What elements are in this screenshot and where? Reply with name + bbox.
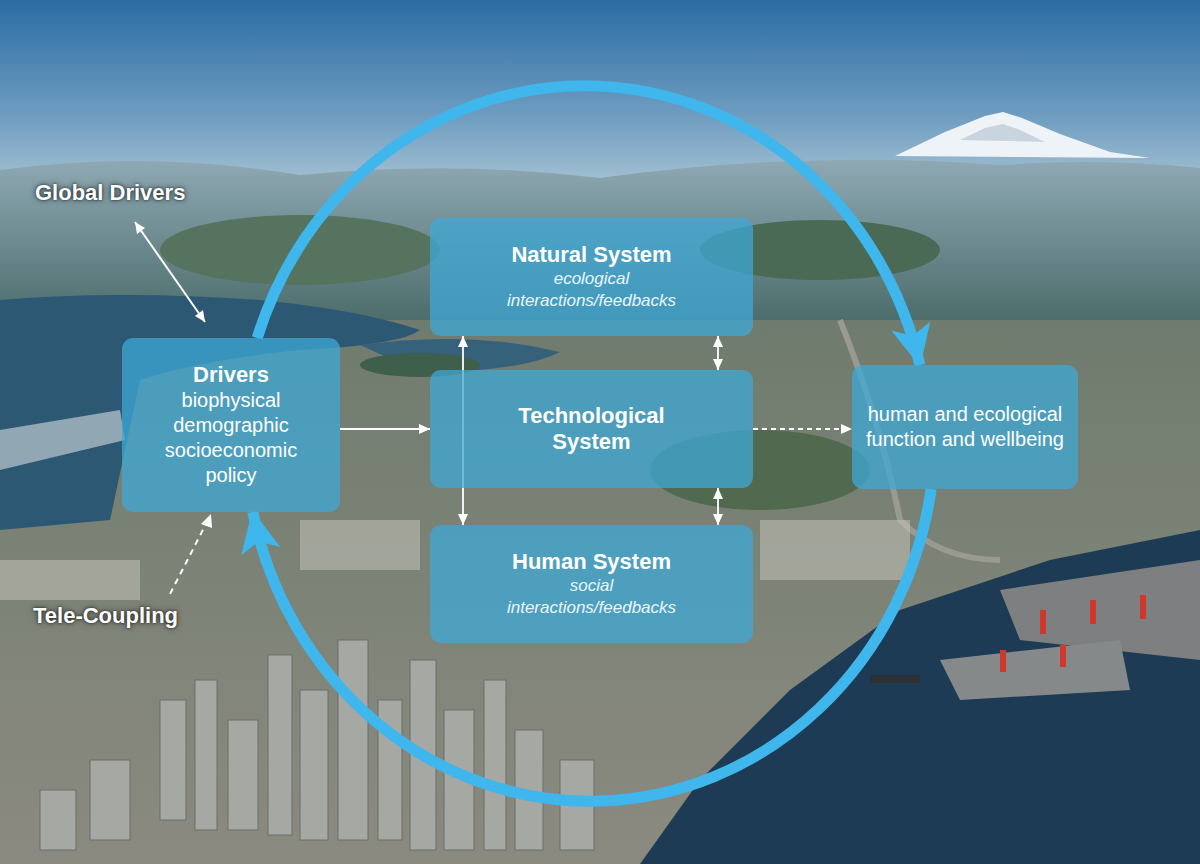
system-box: Natural Systemecological interactions/fe… xyxy=(430,218,753,336)
driver-label: Global Drivers xyxy=(35,180,185,206)
box-content: Driversbiophysical demographic socioecon… xyxy=(146,362,316,488)
coupling-label: Tele-Coupling xyxy=(33,603,178,629)
outcome-box: human and ecological function and wellbe… xyxy=(852,365,1078,489)
box-content: Human Systemsocial interactions/feedback… xyxy=(487,549,697,620)
box-heading: Natural System xyxy=(511,242,671,268)
box-heading: Human System xyxy=(512,549,671,575)
box-text: ecological interactions/feedbacks xyxy=(487,268,697,312)
connector-arrow xyxy=(340,428,430,430)
cycle-arrow xyxy=(253,489,931,801)
box-content: Natural Systemecological interactions/fe… xyxy=(487,242,697,313)
connector-arrow xyxy=(717,336,719,370)
connector-arrow xyxy=(717,488,719,525)
system-box: Technological System xyxy=(430,370,753,488)
box-text: biophysical demographic socioeconomic po… xyxy=(146,388,316,488)
box-text: human and ecological function and wellbe… xyxy=(865,402,1065,452)
box-text: Technological System xyxy=(507,403,677,456)
leader-line xyxy=(135,222,205,322)
box-content: human and ecological function and wellbe… xyxy=(865,402,1065,452)
box-content: Technological System xyxy=(507,403,677,456)
connector-arrow xyxy=(753,428,852,430)
driver-box: Driversbiophysical demographic socioecon… xyxy=(122,338,340,512)
leader-line xyxy=(170,520,208,594)
cycle-arrow xyxy=(257,86,920,365)
system-box: Human Systemsocial interactions/feedback… xyxy=(430,525,753,643)
box-text: social interactions/feedbacks xyxy=(487,575,697,619)
box-heading: Drivers xyxy=(193,362,269,388)
